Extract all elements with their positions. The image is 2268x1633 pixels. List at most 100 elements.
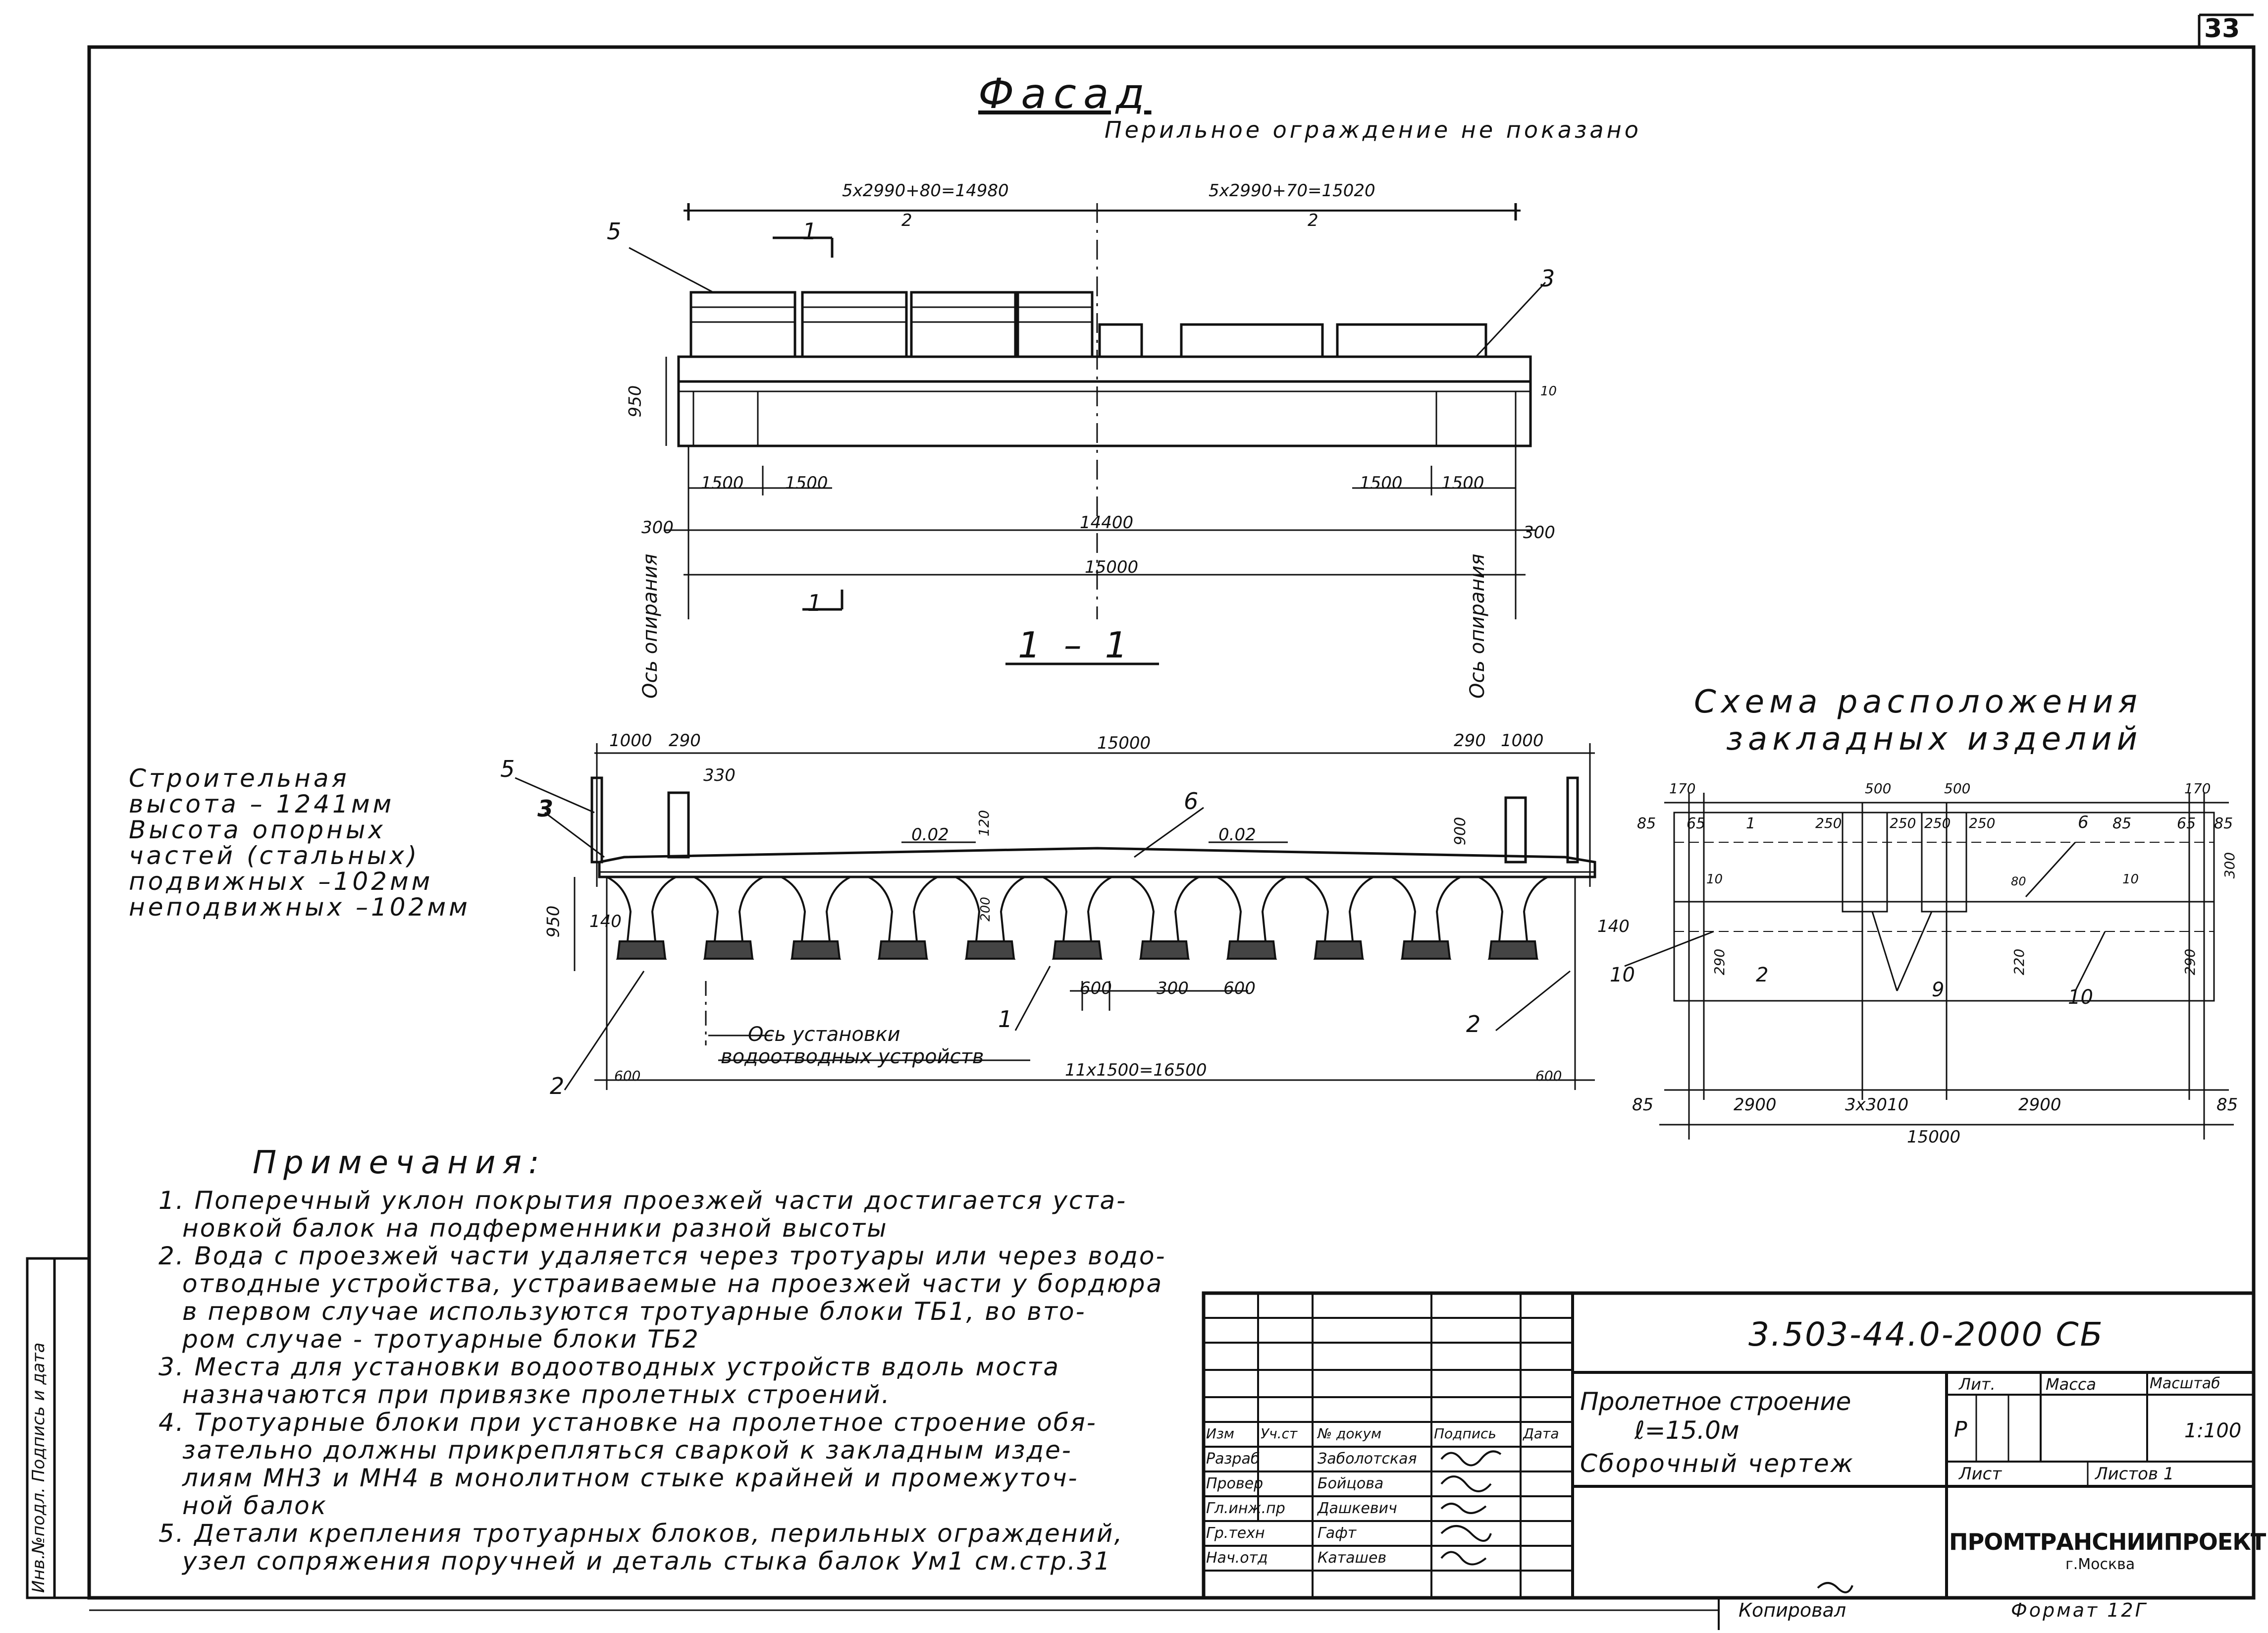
tb-name-3: Дашкевич	[1318, 1500, 1397, 1517]
sec-callout-3: 3	[537, 795, 554, 822]
note-line: 1. Поперечный уклон покрытия проезжей ча…	[158, 1186, 1127, 1215]
sec-600-b: 600	[1223, 979, 1256, 998]
sch-10-b: 10	[2122, 872, 2139, 887]
heights-line-6: неподвижных –102мм	[129, 893, 471, 922]
sch-b15000: 15000	[1907, 1127, 1961, 1147]
sec-axis-note-2: водоотводных устройств	[721, 1045, 984, 1068]
tb-role-1: Разраб	[1206, 1450, 1260, 1468]
tb-role-5: Нач.отд	[1206, 1549, 1268, 1567]
tb-name-line2: ℓ=15.0м	[1635, 1416, 1740, 1445]
dim-1500-b: 1500	[785, 473, 828, 493]
facade-callout-1b: 1	[807, 590, 822, 616]
sec-slope-l: 0.02	[911, 825, 949, 845]
dim-1500-d: 1500	[1441, 473, 1484, 493]
sch-65-a: 65	[1687, 815, 1706, 832]
sch-500-b: 500	[1944, 780, 1971, 797]
note-line: ром случае - тротуарные блоки ТБ2	[182, 1325, 700, 1354]
tb-lit: Р	[1954, 1417, 1967, 1442]
sch-b2900-r: 2900	[2018, 1095, 2061, 1115]
sch-b3x3010: 3x3010	[1845, 1095, 1909, 1115]
tb-role-3: Гл.инж.пр	[1206, 1500, 1285, 1517]
sch-170-r: 170	[2184, 780, 2211, 797]
heights-line-3: Высота опорных	[129, 816, 386, 844]
facade-subtitle: Перильное ограждение не показано	[1105, 116, 1641, 143]
side-stamp: Инв.№подл. Подпись и дата	[29, 1342, 49, 1593]
facade-height: 950	[625, 385, 645, 418]
facade-callout-3: 3	[1540, 265, 1555, 292]
sch-65-b: 65	[2177, 815, 2196, 832]
axis-right: Ось опирания	[1466, 553, 1489, 699]
sch-250-c: 250	[1924, 815, 1951, 831]
note-line: зательно должны прикрепляться сваркой к …	[182, 1436, 1072, 1465]
sec-200: 200	[978, 897, 993, 922]
heights-line-4: частей (стальных)	[129, 841, 420, 870]
sec-290-r: 290	[1454, 731, 1486, 751]
facade-callout-1a: 1	[802, 218, 817, 245]
tb-name-4: Гафт	[1318, 1524, 1357, 1542]
sec-1000-l: 1000	[609, 731, 652, 751]
sch-c1: 1	[1746, 815, 1756, 832]
sch-220: 220	[2011, 948, 2028, 976]
dim-top-left: 5x2990+80=14980	[842, 181, 1009, 201]
sch-300: 300	[2221, 852, 2238, 879]
girder-flange	[965, 940, 1015, 960]
tb-role-4: Гр.техн	[1206, 1524, 1265, 1542]
sec-140-l: 140	[589, 912, 622, 931]
tb-name-line1: Пролетное строение	[1580, 1387, 1851, 1416]
note-line: 2. Вода с проезжей части удаляется через…	[158, 1242, 1166, 1270]
note-line: назначаются при привязке пролетных строе…	[182, 1380, 891, 1409]
sec-callout-2l: 2	[550, 1073, 565, 1099]
sec-290-l: 290	[669, 731, 701, 751]
note-line: 3. Места для установки водоотводных устр…	[158, 1353, 1060, 1381]
tb-h-izm: Изм	[1206, 1425, 1234, 1442]
tb-name-5: Каташев	[1318, 1549, 1387, 1567]
girder-flange	[616, 940, 667, 960]
dim-300-r: 300	[1523, 523, 1555, 543]
girder-flange	[1139, 940, 1190, 960]
heights-line-2: высота – 1241мм	[129, 790, 395, 818]
sec-callout-5: 5	[500, 756, 515, 782]
note-line: в первом случае используются тротуарные …	[182, 1297, 1086, 1326]
note-line: 4. Тротуарные блоки при установке на про…	[158, 1408, 1097, 1437]
sec-axis-note-1: Ось установки	[748, 1023, 900, 1046]
sec-140-r: 140	[1597, 917, 1630, 936]
sch-c10-r: 10	[2068, 986, 2093, 1009]
sch-10-a: 10	[1706, 872, 1723, 887]
tb-h-sign: Подпись	[1434, 1425, 1496, 1442]
tb-scale: 1:100	[2184, 1419, 2242, 1442]
sch-290-b: 290	[2182, 948, 2199, 976]
sec-600-l: 600	[614, 1068, 641, 1084]
notes-title: Примечания:	[253, 1144, 546, 1181]
sch-c9: 9	[1932, 979, 1945, 1001]
tb-h-doc: № докум	[1318, 1425, 1382, 1442]
sec-span: 11x1500=16500	[1065, 1060, 1207, 1080]
facade-callout-5: 5	[607, 218, 622, 245]
sch-80: 80	[2011, 874, 2026, 888]
tb-sheet: Лист	[1959, 1464, 2002, 1484]
dim-1500-c: 1500	[1360, 473, 1403, 493]
sch-c6: 6	[2078, 813, 2089, 832]
tb-role-2: Провер	[1206, 1475, 1264, 1492]
doc-code: 3.503-44.0-2000 СБ	[1748, 1315, 2104, 1354]
tb-lit-h: Лит.	[1959, 1375, 1996, 1394]
axis-left: Ось опирания	[639, 553, 662, 699]
tb-h-date: Дата	[1523, 1425, 1559, 1442]
sec-600-r: 600	[1535, 1068, 1562, 1084]
sch-b2900-l: 2900	[1734, 1095, 1777, 1115]
girder-flange	[1488, 940, 1538, 960]
heights-line-1: Строительная	[129, 764, 350, 793]
sch-b85-l: 85	[1632, 1095, 1654, 1115]
tb-scale-h: Масштаб	[2150, 1375, 2220, 1392]
tb-h-uch: Уч.ст	[1261, 1425, 1298, 1442]
dim-top-left-sub: 2	[901, 211, 912, 230]
girder-flange	[703, 940, 754, 960]
tb-mass-h: Масса	[2046, 1375, 2097, 1394]
girder-flange	[1401, 940, 1451, 960]
sch-170-l: 170	[1669, 780, 1696, 797]
heights-line-5: подвижных –102мм	[129, 867, 433, 896]
dim-14400: 14400	[1080, 513, 1134, 533]
note-line: ной балок	[182, 1491, 327, 1520]
sch-250-a: 250	[1815, 815, 1842, 831]
girder-flange	[1314, 940, 1364, 960]
